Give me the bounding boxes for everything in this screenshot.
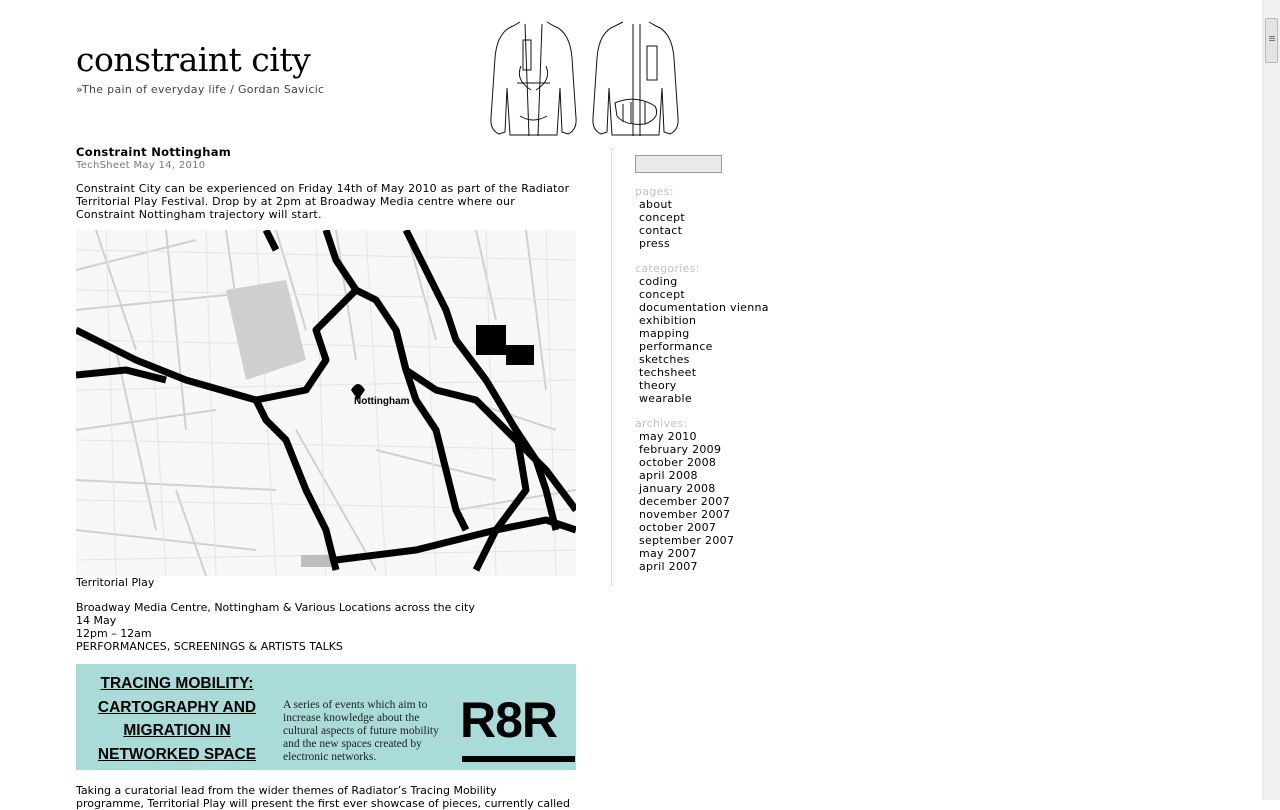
category-item: exhibition	[639, 314, 895, 327]
event-program: PERFORMANCES, SCREENINGS & ARTISTS TALKS	[76, 640, 343, 653]
tracing-mobility-banner[interactable]: TRACING MOBILITY: CARTOGRAPHY AND MIGRAT…	[76, 664, 576, 770]
archives-heading: archives:	[635, 417, 688, 430]
archive-link-october-2007[interactable]: october 2007	[639, 521, 717, 534]
archive-item: january 2008	[639, 482, 895, 495]
page-link-contact[interactable]: contact	[639, 224, 683, 237]
archive-item: october 2008	[639, 456, 895, 469]
archive-item: may 2010	[639, 430, 895, 443]
page-item: press	[639, 237, 895, 250]
archive-link-may-2007[interactable]: may 2007	[639, 547, 697, 560]
archive-item: october 2007	[639, 521, 895, 534]
category-link-coding[interactable]: coding	[639, 275, 678, 288]
category-link-exhibition[interactable]: exhibition	[639, 314, 697, 327]
post-meta: TechSheet May 14, 2010	[76, 160, 206, 171]
archive-link-september-2007[interactable]: september 2007	[639, 534, 735, 547]
sidebar: pages: about concept contact press categ…	[635, 155, 895, 573]
category-link-concept[interactable]: concept	[639, 288, 685, 301]
category-link-wearable[interactable]: wearable	[639, 392, 692, 405]
archive-item: september 2007	[639, 534, 895, 547]
archive-item: may 2007	[639, 547, 895, 560]
header-illustration	[490, 21, 679, 137]
category-item: techsheet	[639, 366, 895, 379]
site-tagline: »The pain of everyday life / Gordan Savi…	[76, 83, 325, 96]
archive-link-february-2009[interactable]: february 2009	[639, 443, 722, 456]
banner-title-line: TRACING MOBILITY:	[100, 675, 254, 692]
event-details: Broadway Media Centre, Nottingham & Vari…	[76, 601, 576, 653]
map-city-label: Nottingham	[354, 396, 410, 407]
banner-title-line: MIGRATION IN	[123, 722, 231, 739]
post-intro: Constraint City can be experienced on Fr…	[76, 182, 570, 221]
banner-title: TRACING MOBILITY: CARTOGRAPHY AND MIGRAT…	[88, 672, 266, 766]
categories-heading: categories:	[635, 262, 700, 275]
category-item: theory	[639, 379, 895, 392]
page-item: concept	[639, 211, 895, 224]
post: Constraint Nottingham TechSheet May 14, …	[76, 145, 576, 810]
category-item: concept	[639, 288, 895, 301]
pages-heading: pages:	[635, 185, 674, 198]
archives-list: may 2010 february 2009 october 2008 apri…	[635, 430, 895, 573]
archive-link-december-2007[interactable]: december 2007	[639, 495, 730, 508]
categories-list: coding concept documentation vienna exhi…	[635, 275, 895, 405]
category-link-techsheet[interactable]: techsheet	[639, 366, 697, 379]
archive-link-november-2007[interactable]: november 2007	[639, 508, 731, 521]
archive-item: november 2007	[639, 508, 895, 521]
logo-underline	[462, 756, 575, 762]
event-venue: Broadway Media Centre, Nottingham & Vari…	[76, 601, 475, 614]
event-time: 12pm – 12am	[76, 627, 152, 640]
archive-link-may-2010[interactable]: may 2010	[639, 430, 697, 443]
banner-title-line: CARTOGRAPHY AND	[97, 698, 257, 716]
category-link-performance[interactable]: performance	[639, 340, 713, 353]
nottingham-map: Nottingham	[76, 230, 576, 576]
archive-item: april 2007	[639, 560, 895, 573]
category-link-sketches[interactable]: sketches	[639, 353, 690, 366]
page-item: about	[639, 198, 895, 211]
pages-list: about concept contact press	[635, 198, 895, 250]
scrollbar-thumb[interactable]	[1265, 18, 1278, 63]
post-text-line: programme, Territorial Play will present…	[76, 797, 570, 810]
category-link-theory[interactable]: theory	[639, 379, 677, 392]
category-item: sketches	[639, 353, 895, 366]
category-item: documentation vienna	[639, 301, 895, 314]
page-link-press[interactable]: press	[639, 237, 670, 250]
event-date: 14 May	[76, 614, 117, 627]
archive-link-april-2007[interactable]: april 2007	[639, 560, 698, 573]
archive-item: february 2009	[639, 443, 895, 456]
category-item: coding	[639, 275, 895, 288]
archive-item: april 2008	[639, 469, 895, 482]
map-caption: Territorial Play	[76, 576, 155, 589]
r8r-logo: R8R	[460, 692, 558, 748]
category-item: wearable	[639, 392, 895, 405]
category-link-documentation-vienna[interactable]: documentation vienna	[639, 301, 769, 314]
category-link-mapping[interactable]: mapping	[639, 327, 690, 340]
post-continued-text: Taking a curatorial lead from the wider …	[76, 784, 576, 810]
category-item: performance	[639, 340, 895, 353]
page-link-about[interactable]: about	[639, 198, 673, 211]
search-input[interactable]	[635, 155, 722, 173]
page-item: contact	[639, 224, 895, 237]
category-item: mapping	[639, 327, 895, 340]
archive-link-april-2008[interactable]: april 2008	[639, 469, 698, 482]
post-title[interactable]: Constraint Nottingham	[76, 145, 232, 159]
banner-title-line: NETWORKED SPACE	[97, 745, 257, 763]
post-text-line: Taking a curatorial lead from the wider …	[76, 784, 497, 797]
column-divider	[611, 148, 612, 585]
archive-link-january-2008[interactable]: january 2008	[639, 482, 716, 495]
banner-description: A series of events which aim to increase…	[283, 699, 439, 763]
page-link-concept[interactable]: concept	[639, 211, 685, 224]
archive-item: december 2007	[639, 495, 895, 508]
vertical-scrollbar[interactable]	[1262, 0, 1280, 800]
site-title[interactable]: constraint city	[76, 40, 311, 79]
grip-icon	[1269, 36, 1275, 42]
archive-link-october-2008[interactable]: october 2008	[639, 456, 717, 469]
